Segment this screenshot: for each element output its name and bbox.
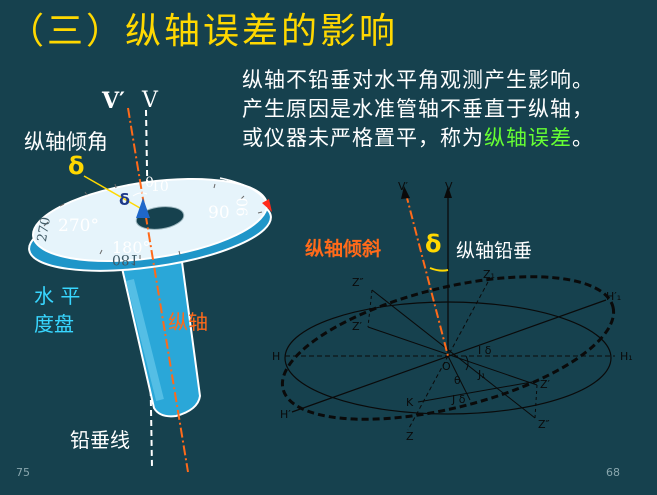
delta-symbol: δ (68, 152, 85, 180)
right-v-prime-label: V′ (398, 180, 409, 193)
disc-ticks (43, 183, 263, 259)
zp-label: Z′ (540, 378, 551, 391)
h1-label: H₁ (620, 350, 633, 363)
page-title: （三）纵轴误差的影响 (8, 11, 399, 52)
o-label: O (442, 360, 451, 373)
index-marker-icon (136, 198, 150, 218)
description: 纵轴不铅垂对水平角观测产生影响。 产生原因是水准管轴不垂直于纵轴， 或仪器未严格… (242, 66, 652, 153)
v-prime-label: V′ (102, 88, 125, 114)
scale-90: 90 (208, 203, 230, 223)
z2pp-label: Z″ (352, 276, 364, 289)
tilt-label: 纵轴倾斜 (305, 238, 382, 260)
scale-10: 10 (151, 179, 169, 195)
tilted-ellipse (280, 275, 616, 421)
z-link-right (534, 384, 538, 419)
cylinder-highlight (126, 279, 164, 401)
description-line-2: 产生原因是水准管轴不垂直于纵轴， (242, 97, 594, 121)
scale-270: 270° (58, 216, 99, 236)
disc-hole (135, 206, 185, 230)
tilt-angle-label: 纵轴倾角 (24, 130, 108, 154)
right-v-label: V (445, 180, 453, 193)
page-number-left: 75 (16, 466, 30, 479)
description-line-3-suffix: 。 (572, 126, 594, 150)
zpp-label: Z″ (538, 418, 550, 431)
theta-arc (465, 355, 469, 371)
small-delta-arc (132, 192, 148, 197)
k-line (417, 381, 533, 403)
j-delta-label: J δ (452, 393, 466, 406)
scale-180: 180° (112, 238, 151, 257)
plumb-line-label: 铅垂线 (70, 428, 130, 452)
v-label: V (142, 88, 158, 113)
zpp-zpp-line (371, 289, 536, 419)
z-link-left (367, 289, 373, 328)
plumb-axis-label: 纵轴铅垂 (456, 240, 533, 262)
disc-label-line-1: 水 平 (34, 284, 81, 308)
j1-label: J₁ (478, 368, 486, 381)
axis-cylinder (120, 260, 202, 418)
zp-zp-line (367, 326, 538, 386)
o-j-line (447, 355, 471, 401)
z2p-label: Z′ (352, 320, 363, 333)
h-label: H (272, 350, 281, 363)
disc-label-line-2: 度盘 (34, 312, 74, 336)
k-label: K (406, 396, 414, 409)
scale-0: 0 (145, 175, 154, 191)
h1p-label: H′₁ (606, 290, 622, 303)
axis-label: 纵轴 (168, 310, 208, 334)
description-line-1: 纵轴不铅垂对水平角观测产生影响。 (242, 68, 594, 92)
hp-h1p-line (291, 299, 607, 413)
z-label: Z (406, 430, 414, 443)
hp-label: H′ (280, 408, 291, 421)
v-prime-arrow-icon (401, 186, 410, 199)
page-number-right: 68 (606, 466, 620, 479)
description-highlight: 纵轴误差 (484, 126, 572, 150)
small-delta-symbol: δ (119, 190, 130, 209)
tilted-axis-line (127, 107, 189, 473)
right-delta-symbol: δ (425, 230, 442, 258)
z1-label: Z₁ (483, 268, 495, 281)
rotation-arrow-icon (262, 199, 272, 212)
description-line-3: 或仪器未严格置平，称为纵轴误差。 (242, 124, 652, 153)
i-delta-label: I δ (478, 344, 492, 357)
v-prime-line (405, 193, 449, 357)
v-arrow-icon (444, 186, 452, 198)
theta-label: θ (454, 374, 461, 387)
description-line-3-prefix: 或仪器未严格置平，称为 (242, 126, 484, 150)
delta-arc (429, 267, 449, 272)
delta-pointer (83, 175, 141, 209)
